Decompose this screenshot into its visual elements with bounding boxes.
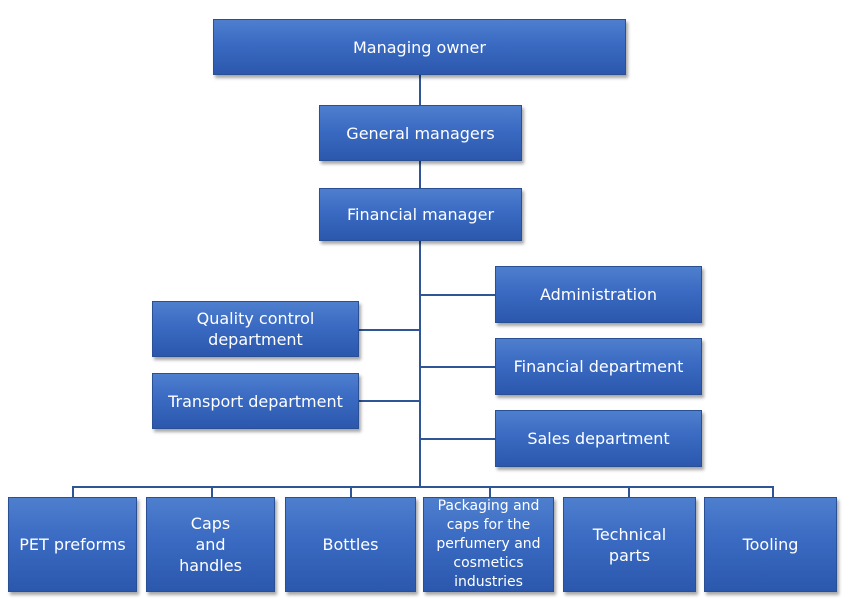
- financial-manager-box: Financial manager: [319, 188, 522, 241]
- connector-quality-control: [358, 329, 420, 331]
- connector-division-packaging: [489, 486, 491, 498]
- general-managers-box: General managers: [319, 105, 522, 161]
- transport-department-box: Transport department: [152, 373, 359, 429]
- connector-divisions-bus: [72, 486, 774, 488]
- connector-general-financial: [419, 161, 421, 189]
- connector-administration: [420, 294, 496, 296]
- division-packaging-box: Packaging and caps for the perfumery and…: [423, 497, 554, 592]
- financial-department-box: Financial department: [495, 338, 702, 395]
- administration-box: Administration: [495, 266, 702, 323]
- division-bottles-box: Bottles: [285, 497, 416, 592]
- connector-division-caps: [211, 486, 213, 498]
- connector-financial-department: [420, 366, 496, 368]
- connector-division-technical: [628, 486, 630, 498]
- managing-owner-box: Managing owner: [213, 19, 626, 75]
- connector-spine: [419, 240, 421, 487]
- sales-department-box: Sales department: [495, 410, 702, 467]
- division-pet-preforms-box: PET preforms: [8, 497, 137, 592]
- division-technical-parts-box: Technical parts: [563, 497, 696, 592]
- division-tooling-box: Tooling: [704, 497, 837, 592]
- connector-division-bottles: [350, 486, 352, 498]
- connector-transport: [358, 400, 420, 402]
- connector-owner-general: [419, 74, 421, 106]
- connector-division-pet: [72, 486, 74, 498]
- connector-sales-department: [420, 438, 496, 440]
- connector-division-tooling: [772, 486, 774, 498]
- division-caps-and-handles-box: Caps and handles: [146, 497, 275, 592]
- quality-control-department-box: Quality control department: [152, 301, 359, 357]
